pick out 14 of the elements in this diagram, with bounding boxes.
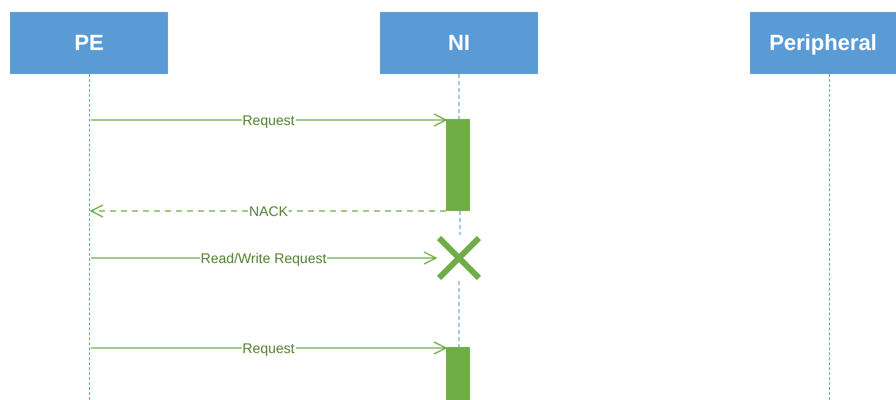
activation-bar bbox=[446, 347, 470, 400]
participant-header: PE bbox=[10, 12, 168, 74]
lifeline bbox=[89, 74, 92, 400]
lifeline bbox=[458, 280, 460, 348]
message-arrow bbox=[90, 204, 446, 218]
edge-label: Request bbox=[241, 112, 296, 128]
participant-header: NI bbox=[380, 12, 538, 74]
activation-bar bbox=[446, 119, 470, 211]
lifeline bbox=[458, 74, 460, 120]
participant-header: Peripheral bbox=[750, 12, 896, 74]
edge-label: Request bbox=[241, 340, 296, 356]
destroy-mark bbox=[436, 235, 482, 281]
edge-label: NACK bbox=[248, 203, 289, 219]
edge-label: Read/Write Request bbox=[200, 250, 328, 266]
